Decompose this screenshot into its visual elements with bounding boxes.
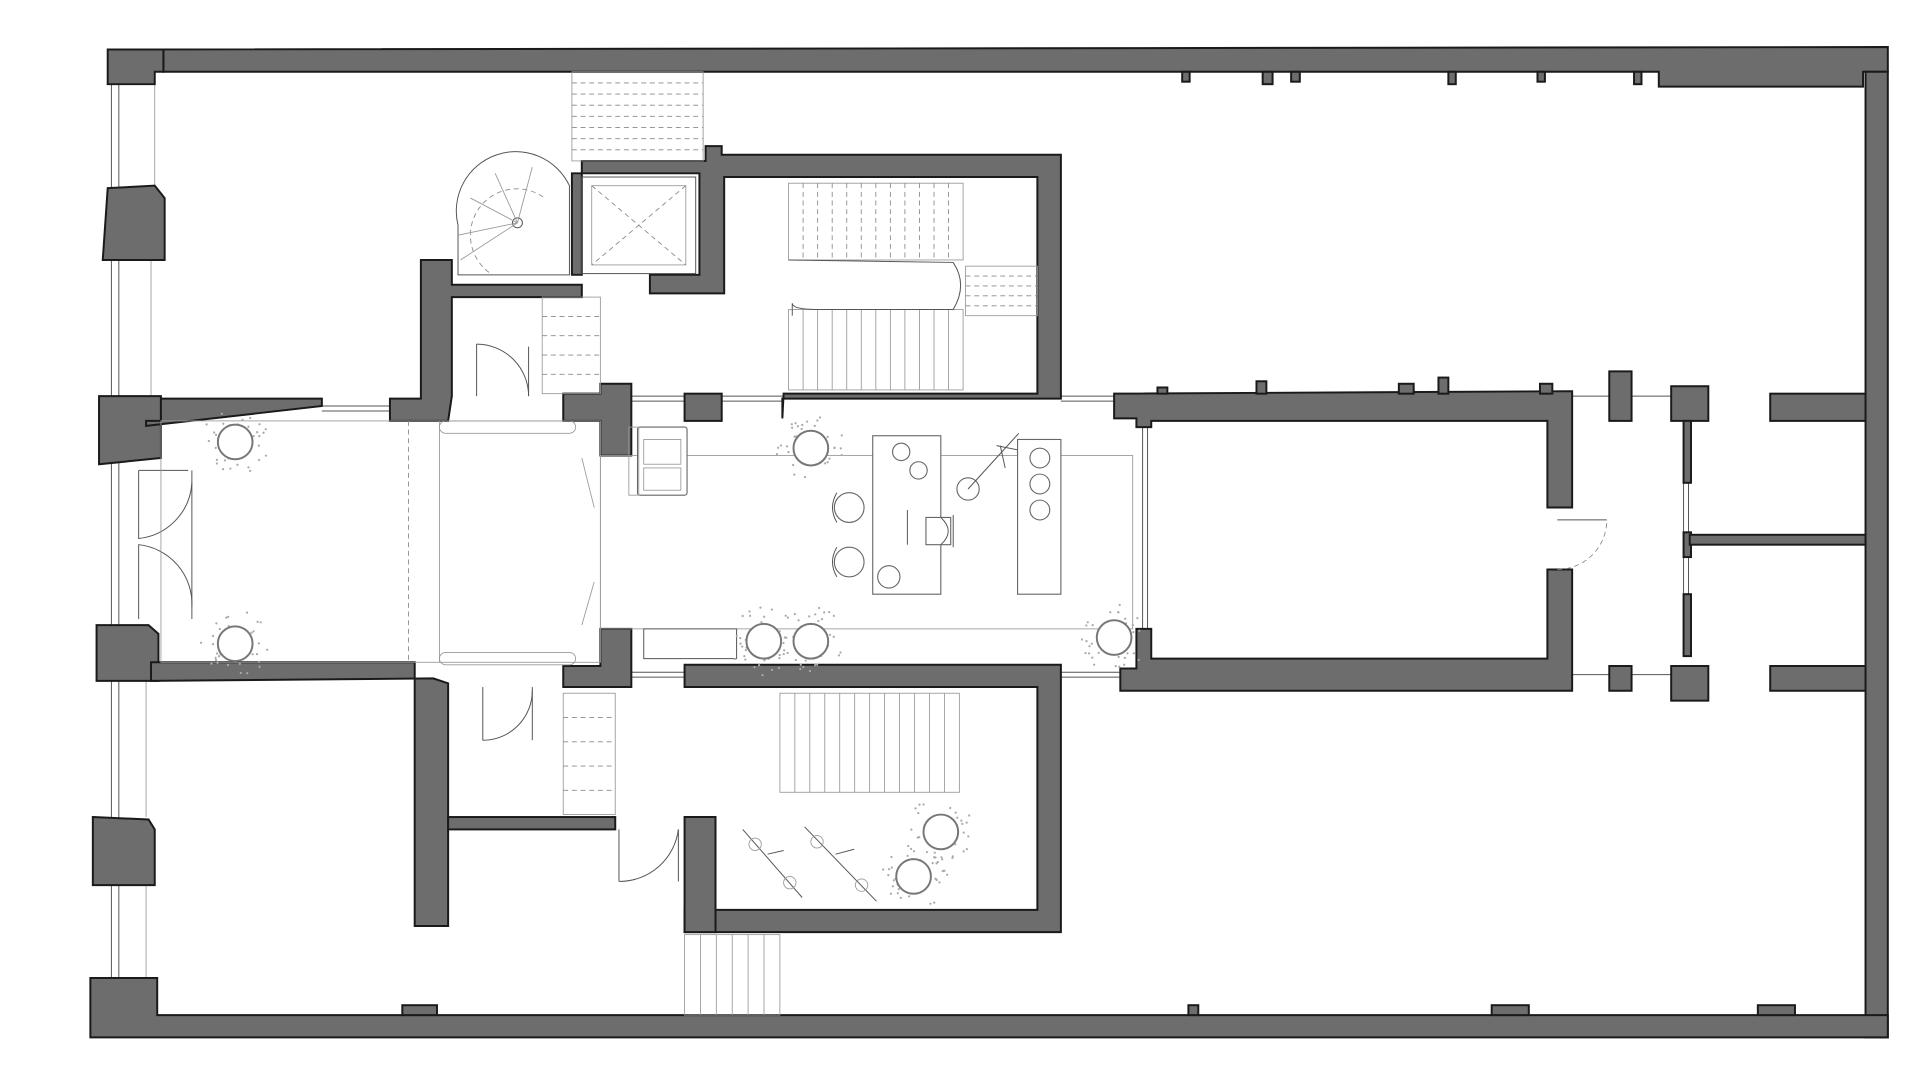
left-pier (91, 815, 156, 887)
staircase-icon (562, 692, 616, 815)
left-pier (101, 184, 166, 261)
staircase-icon (788, 309, 964, 391)
office-chair-icon (925, 514, 954, 548)
lobby-outline (160, 420, 1134, 666)
door-swing-icon (618, 829, 679, 882)
stair-core-lower (683, 663, 1062, 934)
column (562, 382, 633, 457)
walls (89, 46, 1889, 1039)
corridor-wall-top (145, 397, 323, 427)
plant-pot-icon (205, 412, 268, 473)
corridor-wall-top (388, 258, 583, 422)
plant-pot-icon (1080, 603, 1141, 668)
elevator-icon (581, 176, 697, 275)
staircase-icon (541, 296, 601, 395)
staircase-icon (571, 71, 704, 162)
stair-core-upper (570, 145, 1062, 419)
spiral-staircase-icon (455, 151, 570, 276)
left-pier (95, 624, 160, 682)
plant-pot-icon (778, 606, 842, 673)
staircase-icon (779, 692, 960, 793)
wall-segment (447, 816, 617, 831)
furniture (628, 426, 1062, 902)
room-wall (1119, 568, 1574, 692)
staircase-icon (788, 182, 964, 261)
chair-icon (832, 492, 865, 523)
room-wall (1113, 390, 1574, 509)
column (683, 392, 723, 422)
corridor-wall-bottom (150, 661, 450, 927)
bench-icon (643, 628, 738, 660)
plants (199, 412, 1141, 905)
bicycle-icon (804, 826, 877, 902)
door-swing-icon (138, 469, 193, 619)
plant-pot-icon (910, 803, 971, 865)
doors (138, 343, 1608, 882)
staircase-icon (965, 265, 1038, 317)
plant-pot-icon (775, 416, 843, 479)
bicycle-icon (742, 829, 803, 898)
left-pier (98, 395, 162, 466)
column (562, 627, 633, 689)
outer-wall-right (1864, 70, 1889, 1039)
staircases (541, 71, 1038, 1016)
outer-wall-bottom (89, 976, 1889, 1039)
door-swing-icon (476, 343, 530, 397)
outer-wall-left-top (106, 48, 165, 86)
chair-icon (832, 546, 865, 578)
door-swing-icon (1557, 519, 1608, 570)
sofa-icon (628, 426, 688, 496)
plant-pot-icon (199, 611, 269, 675)
door-swing-icon (482, 687, 533, 741)
stair-core-lower (683, 816, 717, 934)
plant-pot-icon (882, 844, 949, 905)
plant-pot-icon (733, 606, 789, 677)
outer-wall-top (107, 46, 1889, 88)
staircase-icon (684, 934, 781, 1016)
